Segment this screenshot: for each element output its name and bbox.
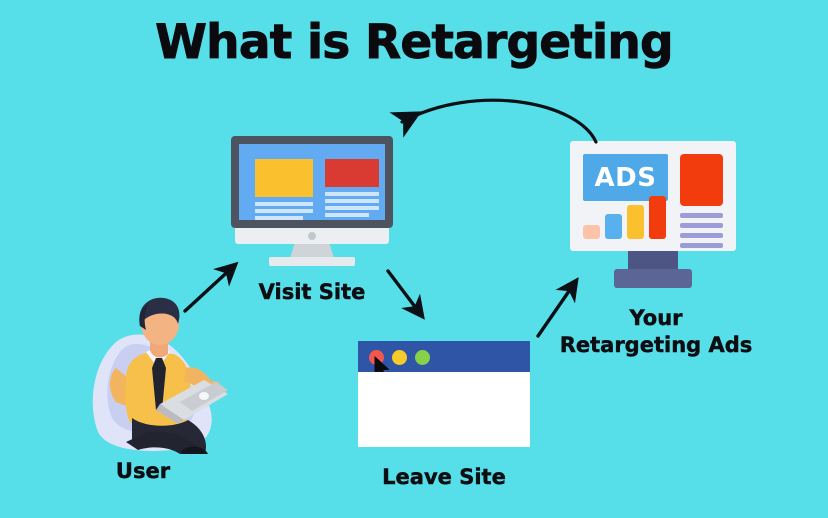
screen-text-line	[255, 202, 313, 206]
leave-site-browser-window	[358, 341, 530, 447]
visit-site-label: Visit Site	[258, 280, 366, 304]
monitor-stand-neck	[290, 244, 334, 258]
arrow-ads-to-visit-site	[389, 98, 598, 144]
ads-text-line	[680, 213, 723, 218]
monitor-screen	[239, 144, 385, 220]
ads-bar-2	[605, 214, 622, 239]
ads-text-line	[680, 223, 723, 228]
browser-content-area	[358, 372, 530, 447]
browser-titlebar	[358, 341, 530, 378]
ads-bar-1	[583, 225, 600, 239]
user-illustration	[92, 297, 228, 454]
ads-monitor-stand-neck	[628, 251, 678, 273]
monitor-stand-base	[269, 257, 355, 266]
ads-banner: ADS	[583, 154, 668, 201]
ads-monitor-stand-base	[614, 269, 692, 288]
retargeting-ads-label: Your Retargeting Ads	[559, 306, 753, 357]
maximize-dot-icon[interactable]	[415, 350, 430, 365]
user-label: User	[115, 459, 171, 483]
monitor-power-dot-icon	[308, 232, 316, 240]
ads-monitor-screen: ADS	[570, 141, 736, 251]
minimize-dot-icon[interactable]	[392, 350, 407, 365]
retargeting-ads-monitor: ADS	[570, 141, 736, 288]
screen-block-yellow	[255, 159, 313, 197]
screen-text-line	[255, 209, 313, 213]
ads-bar-3	[627, 205, 644, 239]
screen-text-line	[325, 192, 379, 196]
visit-site-monitor	[231, 136, 393, 268]
monitor-bezel	[231, 136, 393, 228]
ads-bar-4	[649, 196, 666, 239]
leave-site-label: Leave Site	[382, 465, 506, 489]
screen-text-line	[325, 199, 379, 203]
page-title: What is Retargeting	[155, 15, 674, 71]
ads-text-line	[680, 233, 723, 238]
ads-banner-text: ADS	[594, 162, 657, 193]
ads-text-line	[680, 243, 723, 248]
ads-red-block	[680, 154, 723, 206]
screen-block-red	[325, 159, 379, 187]
screen-text-line	[255, 216, 303, 220]
screen-text-line	[325, 206, 379, 210]
screen-text-line	[325, 213, 369, 217]
